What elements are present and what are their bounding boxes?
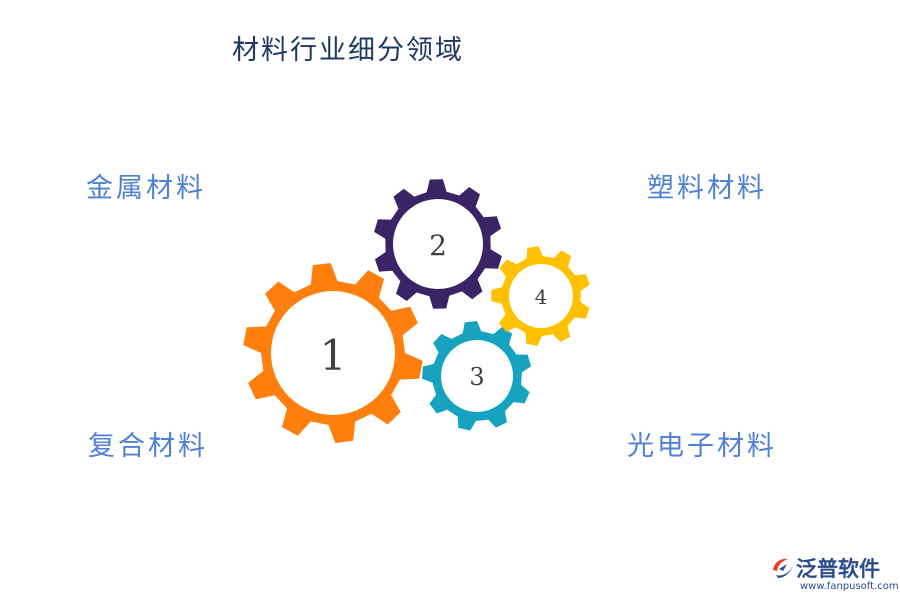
gear-1: 1 (243, 263, 423, 443)
gear-4: 4 (491, 246, 590, 346)
gear-4-shape (491, 246, 590, 346)
gear-4-number: 4 (535, 285, 548, 309)
gear-2-shape (374, 179, 502, 309)
gear-3-shape (422, 321, 532, 431)
label-composite-materials: 复合材料 (88, 431, 208, 462)
fanpu-logo: 泛普软件 www.fanpusoft.com (770, 553, 899, 595)
gear-2: 2 (374, 179, 502, 309)
gear-1-shape (243, 263, 423, 443)
label-metal-materials: 金属材料 (86, 173, 206, 204)
logo-mark-icon (773, 558, 793, 578)
gear-2-number: 2 (429, 229, 447, 262)
gear-1-number: 1 (320, 331, 347, 380)
label-plastic-materials: 塑料材料 (647, 173, 767, 204)
gear-3: 3 (422, 321, 532, 431)
label-optoelectronic-materials: 光电子材料 (627, 431, 777, 462)
logo-url: www.fanpusoft.com (800, 581, 899, 592)
gear-3-number: 3 (469, 363, 484, 391)
logo-name: 泛普软件 (796, 557, 880, 581)
diagram-title: 材料行业细分领域 (232, 35, 464, 66)
